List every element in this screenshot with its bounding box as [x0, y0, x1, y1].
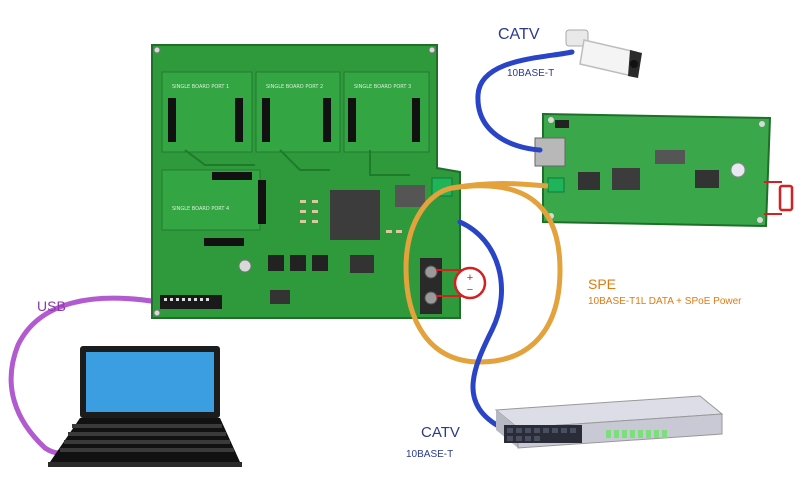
spe-label: SPE	[588, 276, 617, 292]
network-switch-icon	[494, 395, 724, 449]
usb-label: USB	[37, 298, 66, 314]
catv-cable-bottom	[457, 219, 505, 431]
port-4-label: SINGLE BOARD PORT 4	[172, 206, 229, 212]
power-minus: −	[467, 284, 473, 296]
catv-cable-top	[475, 49, 575, 153]
t1l-media-converter-board	[534, 112, 772, 228]
power-plus: +	[467, 272, 473, 284]
catv-label-top: CATV	[498, 26, 540, 43]
port-2-label: SINGLE BOARD PORT 2	[266, 84, 323, 90]
10base-t-label-top: 10BASE-T	[507, 68, 555, 79]
power-supply-icon: + −	[436, 266, 487, 300]
port-1-label: SINGLE BOARD PORT 1	[172, 84, 229, 90]
port-3-label: SINGLE BOARD PORT 3	[354, 84, 411, 90]
spe-cable	[403, 183, 563, 365]
laptop-icon	[48, 346, 242, 467]
main-evaluation-board: SINGLE BOARD PORT 1 SINGLE BOARD PORT 2 …	[151, 44, 461, 319]
spe-description-label: 10BASE-T1L DATA + SPoE Power	[588, 296, 742, 307]
10base-t-label-bottom: 10BASE-T	[406, 449, 454, 460]
battery-icon	[764, 181, 794, 215]
security-camera-icon	[565, 29, 642, 78]
catv-label-bottom: CATV	[421, 424, 460, 441]
